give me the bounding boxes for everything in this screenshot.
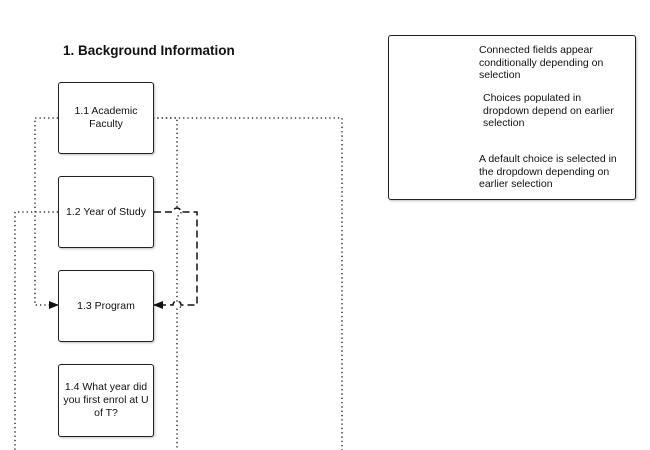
node-year-of-study: 1.2 Year of Study [58,176,154,248]
section-title: 1. Background Information [63,43,235,58]
legend-text-dotted: Choices populated in dropdown depend on … [483,92,614,129]
dotted-connector-faculty-outer [153,117,343,450]
node-label: 1.3 Program [77,299,135,312]
legend-box: Connected fields appear conditionally de… [388,35,636,200]
dotted-connector-faculty-to-program [34,117,59,309]
node-academic-faculty: 1.1 Academic Faculty [58,82,154,154]
node-program: 1.3 Program [58,270,154,342]
dotted-connector-year-down [14,211,58,450]
node-label: 1.2 Year of Study [66,205,146,218]
dotted-connector-faculty-inner [153,117,182,450]
node-label: 1.1 Academic Faculty [74,105,138,130]
legend-text-solid: A default choice is selected in the drop… [479,153,617,190]
dashed-connector-year-to-program [153,207,198,309]
node-label: 1.4 What year did you first enrol at U o… [63,381,149,419]
legend-text-dashed: Connected fields appear conditionally de… [479,44,604,81]
node-first-enrol-year: 1.4 What year did you first enrol at U o… [58,364,154,437]
